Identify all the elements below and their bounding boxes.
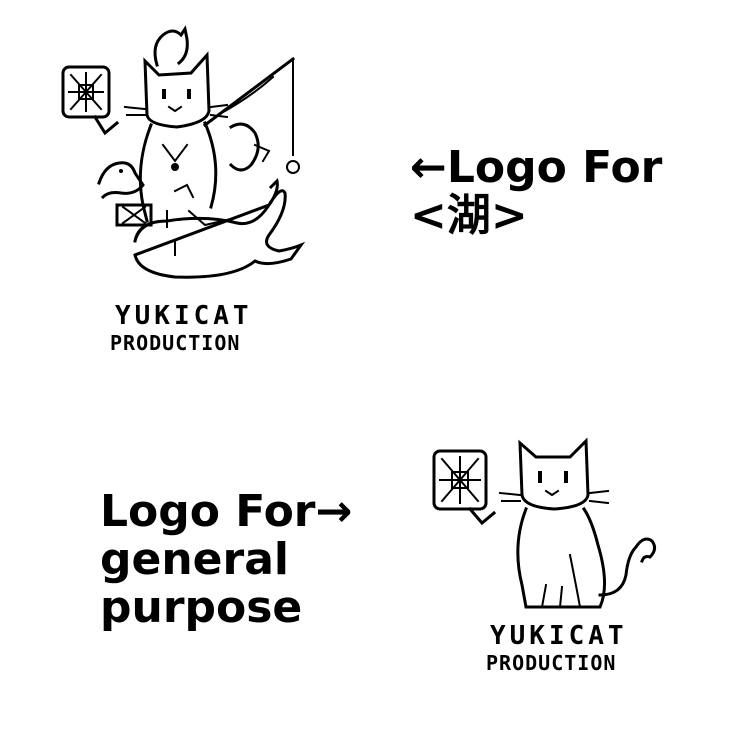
lake-caption-line1: ←Logo For	[410, 142, 663, 193]
general-logo: YUKICAT PRODUCTION	[430, 435, 660, 675]
cat-with-fishing-rod-bird-whale-icon	[61, 25, 306, 279]
lake-caption-line2: <湖>	[410, 190, 528, 241]
general-caption-line1: Logo For→	[100, 486, 353, 537]
general-caption-line2: general	[100, 534, 289, 585]
lake-caption: ←Logo For <湖>	[410, 144, 662, 240]
general-logo-line1: YUKICAT	[490, 621, 628, 651]
general-logo-line2: PRODUCTION	[486, 651, 617, 675]
lake-logo: YUKICAT PRODUCTION	[55, 15, 315, 355]
lake-logo-line2: PRODUCTION	[110, 331, 241, 355]
general-caption: Logo For→ general purpose	[100, 488, 352, 632]
sitting-cat-icon	[432, 437, 657, 609]
lake-logo-line1: YUKICAT	[115, 301, 253, 331]
general-caption-line3: purpose	[100, 582, 303, 633]
